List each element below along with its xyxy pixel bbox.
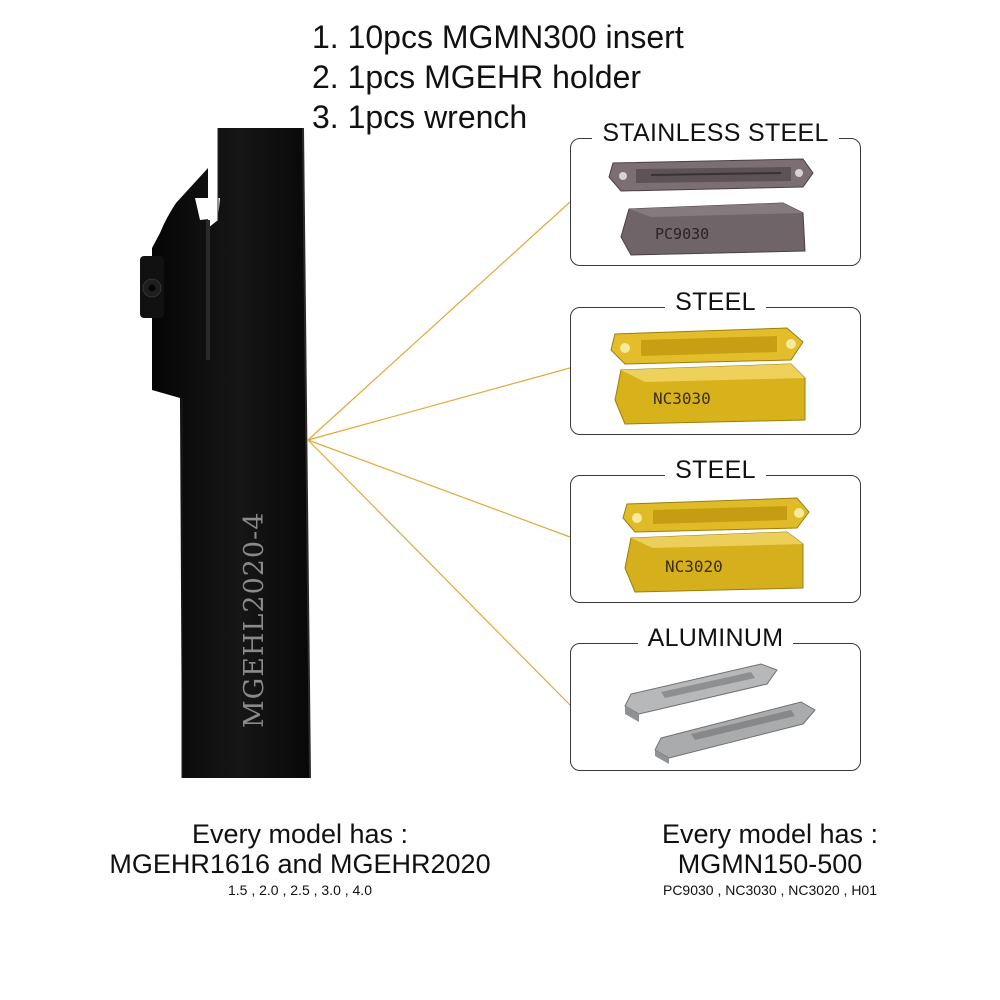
material-panel-stainless-steel: STAINLESS STEEL PC9030: [570, 119, 861, 266]
right-caption-grades: PC9030 , NC3030 , NC3020 , H01: [662, 882, 877, 898]
insert-marking: PC9030: [655, 225, 709, 243]
insert-pc9030-image: PC9030: [608, 158, 814, 256]
right-caption-models: MGMN150-500: [677, 849, 863, 879]
left-caption-sizes: 1.5 , 2.0 , 2.5 , 3.0 , 4.0: [228, 882, 372, 898]
insert-marking: NC3020: [665, 557, 723, 576]
connector-line-steel-nc3030: [307, 367, 571, 441]
holder-engraving: MGEHL2020-4: [239, 512, 270, 728]
panel-title: STAINLESS STEEL: [592, 119, 839, 147]
package-item-holder: 2. 1pcs MGEHR holder: [312, 59, 642, 95]
package-item-wrench: 3. 1pcs wrench: [312, 99, 528, 135]
insert-marking: NC3030: [653, 389, 711, 408]
insert-nc3020-image: NC3020: [622, 497, 810, 593]
material-panel-aluminum: ALUMINUM: [570, 624, 861, 771]
material-panel-steel-nc3020: STEEL NC3020: [570, 456, 861, 603]
connector-line-aluminum: [307, 439, 571, 706]
connector-line-steel-nc3020: [307, 439, 571, 538]
panel-title: STEEL: [665, 288, 766, 316]
insert-nc3030-image: NC3030: [610, 327, 806, 425]
left-caption-models: MGEHR1616 and MGEHR2020: [109, 849, 491, 879]
right-caption-heading: Every model has :: [661, 819, 879, 849]
left-caption-heading: Every model has :: [191, 819, 409, 849]
connector-line-stainless: [307, 201, 571, 441]
insert-h01-image: [624, 663, 816, 764]
package-item-insert: 1. 10pcs MGMN300 insert: [312, 19, 684, 55]
tool-holder-image: MGEHL2020-4: [140, 128, 311, 779]
panel-title: STEEL: [665, 456, 766, 484]
material-panel-steel-nc3030: STEEL NC3030: [570, 288, 861, 435]
panel-title: ALUMINUM: [637, 624, 794, 652]
